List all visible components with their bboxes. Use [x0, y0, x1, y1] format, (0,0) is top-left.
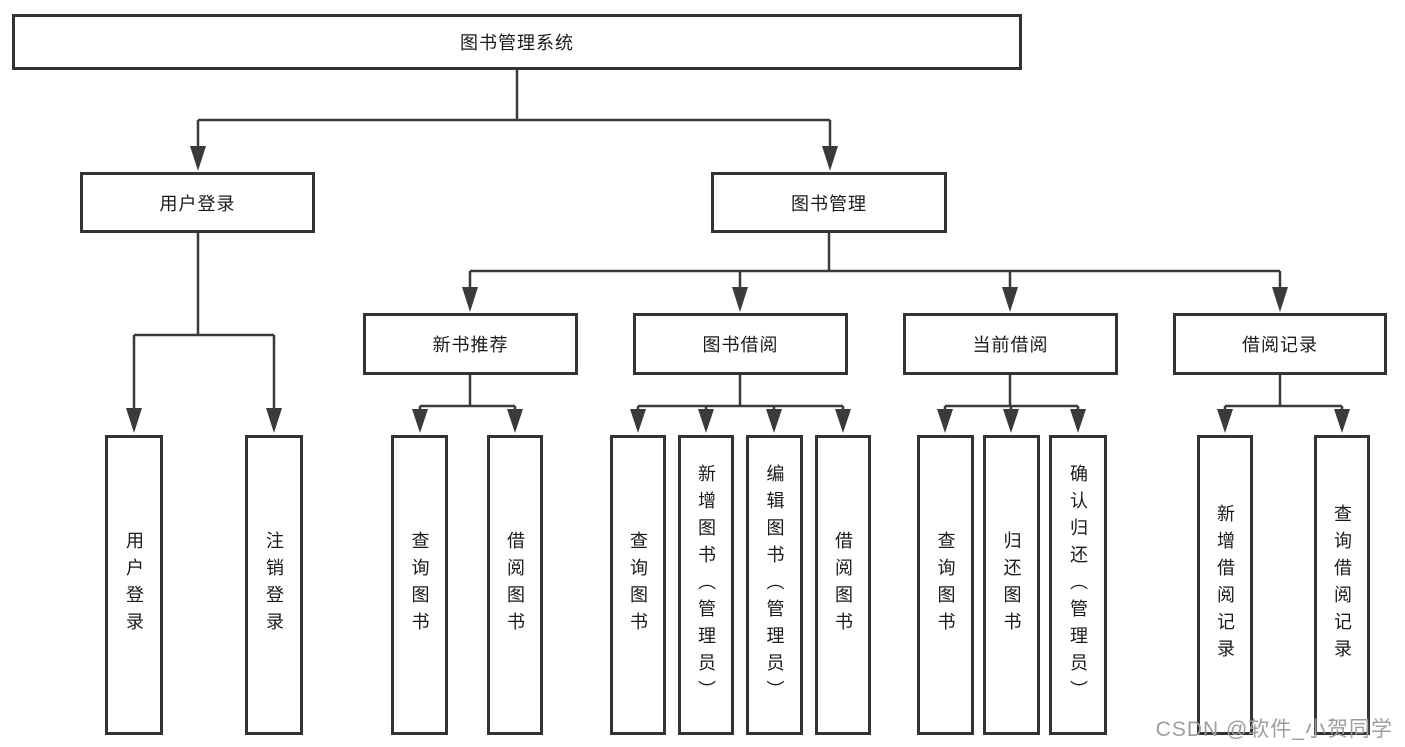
- node-new-book-recommend-label: 新书推荐: [432, 335, 509, 355]
- leaf-borrow-books-recommend-label: 借阅图书: [505, 531, 525, 639]
- leaf-query-books-recommend: 查询图书: [391, 435, 448, 735]
- node-book-borrow: 图书借阅: [633, 313, 848, 375]
- leaf-add-books-admin: 新增图书（管理员）: [678, 435, 734, 735]
- node-user-login: 用户登录: [80, 172, 315, 233]
- leaf-borrow-books: 借阅图书: [815, 435, 871, 735]
- leaf-return-books: 归还图书: [983, 435, 1040, 735]
- leaf-edit-books-admin-label: 编辑图书（管理员）: [764, 463, 785, 707]
- leaf-query-books-borrow: 查询图书: [610, 435, 666, 735]
- node-new-book-recommend: 新书推荐: [363, 313, 578, 375]
- leaf-confirm-return-admin-label: 确认归还（管理员）: [1068, 463, 1088, 707]
- leaf-query-borrow-record-label: 查询借阅记录: [1332, 504, 1352, 666]
- node-root-label: 图书管理系统: [460, 33, 574, 53]
- leaf-logout-label: 注销登录: [264, 531, 284, 639]
- leaf-query-books-current-label: 查询图书: [935, 531, 956, 639]
- csdn-watermark: CSDN @软件_小贺同学: [1155, 718, 1393, 741]
- leaf-query-borrow-record: 查询借阅记录: [1314, 435, 1370, 735]
- node-borrow-records-label: 借阅记录: [1242, 335, 1318, 355]
- leaf-user-login: 用户登录: [105, 435, 163, 735]
- leaf-borrow-books-label: 借阅图书: [833, 531, 853, 639]
- leaf-add-borrow-record: 新增借阅记录: [1197, 435, 1253, 735]
- node-current-borrow: 当前借阅: [903, 313, 1118, 375]
- leaf-add-books-admin-label: 新增图书（管理员）: [696, 463, 716, 707]
- node-borrow-records: 借阅记录: [1173, 313, 1387, 375]
- leaf-edit-books-admin: 编辑图书（管理员）: [746, 435, 803, 735]
- leaf-query-books-current: 查询图书: [917, 435, 974, 735]
- node-current-borrow-label: 当前借阅: [972, 335, 1049, 355]
- leaf-add-borrow-record-label: 新增借阅记录: [1215, 504, 1235, 666]
- leaf-borrow-books-recommend: 借阅图书: [487, 435, 543, 735]
- leaf-query-books-borrow-label: 查询图书: [628, 531, 648, 639]
- leaf-logout: 注销登录: [245, 435, 303, 735]
- node-root-system: 图书管理系统: [12, 14, 1022, 70]
- leaf-query-books-recommend-label: 查询图书: [409, 531, 430, 639]
- node-book-borrow-label: 图书借阅: [702, 335, 779, 355]
- node-book-management-label: 图书管理: [791, 193, 867, 214]
- node-book-management: 图书管理: [711, 172, 947, 233]
- leaf-user-login-label: 用户登录: [124, 531, 144, 639]
- leaf-return-books-label: 归还图书: [1001, 531, 1022, 639]
- leaf-confirm-return-admin: 确认归还（管理员）: [1049, 435, 1107, 735]
- node-user-login-label: 用户登录: [159, 193, 236, 214]
